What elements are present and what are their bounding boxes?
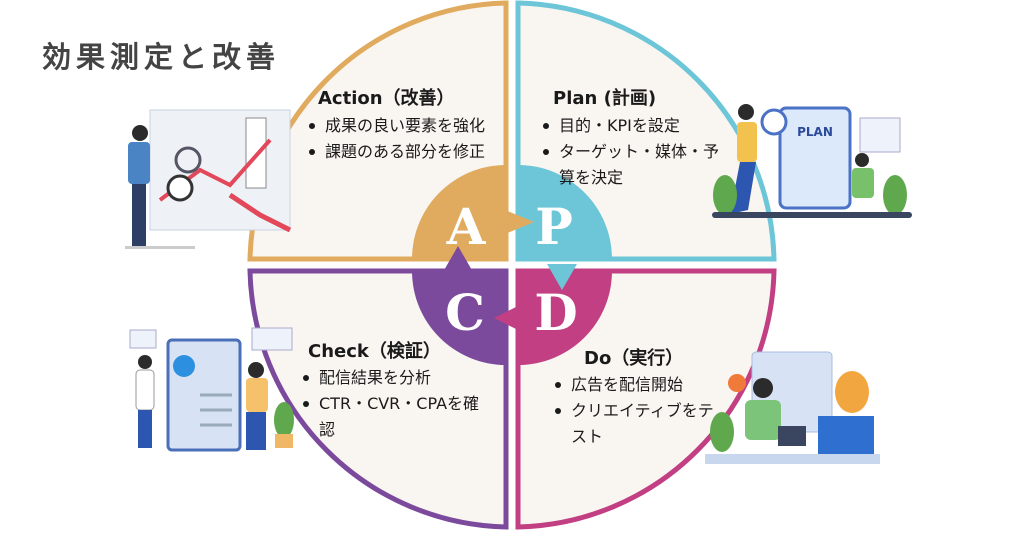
list-item: 成果の良い要素を強化: [305, 113, 485, 139]
check-heading: Check（検証）: [308, 341, 441, 362]
check-list: 配信結果を分析 CTR・CVR・CPAを確認: [299, 365, 489, 443]
letter-p: P: [535, 197, 573, 256]
plan-heading: Plan (計画): [553, 88, 657, 109]
action-illustration: [125, 109, 292, 249]
action-sector: [412, 165, 506, 259]
list-item: CTR・CVR・CPAを確認: [299, 391, 489, 443]
check-illustration: [129, 327, 294, 452]
svg-text:PLAN: PLAN: [797, 125, 833, 139]
list-item: クリエイティブをテスト: [551, 398, 721, 450]
arrow-a-to-p: [500, 208, 534, 236]
letter-c: C: [445, 283, 485, 342]
list-item: 目的・KPIを設定: [539, 113, 729, 139]
letter-d: D: [534, 283, 577, 342]
arrow-p-to-d: [547, 264, 577, 290]
list-item: 配信結果を分析: [299, 365, 489, 391]
plan-illustration: PLAN: [712, 104, 912, 218]
list-item: ターゲット・媒体・予算を決定: [539, 139, 729, 191]
plan-list: 目的・KPIを設定 ターゲット・媒体・予算を決定: [539, 113, 729, 191]
do-list: 広告を配信開始 クリエイティブをテスト: [551, 372, 721, 450]
arrow-d-to-c: [494, 303, 524, 333]
action-heading: Action（改善）: [318, 88, 455, 109]
plan-sector: [518, 165, 612, 259]
do-heading: Do（実行）: [584, 348, 684, 369]
do-sector: [518, 271, 612, 365]
check-sector: [412, 271, 506, 365]
do-illustration: [705, 351, 880, 464]
action-list: 成果の良い要素を強化 課題のある部分を修正: [305, 113, 485, 165]
page-title: 効果測定と改善: [42, 40, 281, 74]
list-item: 広告を配信開始: [551, 372, 721, 398]
list-item: 課題のある部分を修正: [305, 139, 485, 165]
arrow-c-to-a: [443, 246, 473, 272]
letter-a: A: [446, 197, 487, 256]
